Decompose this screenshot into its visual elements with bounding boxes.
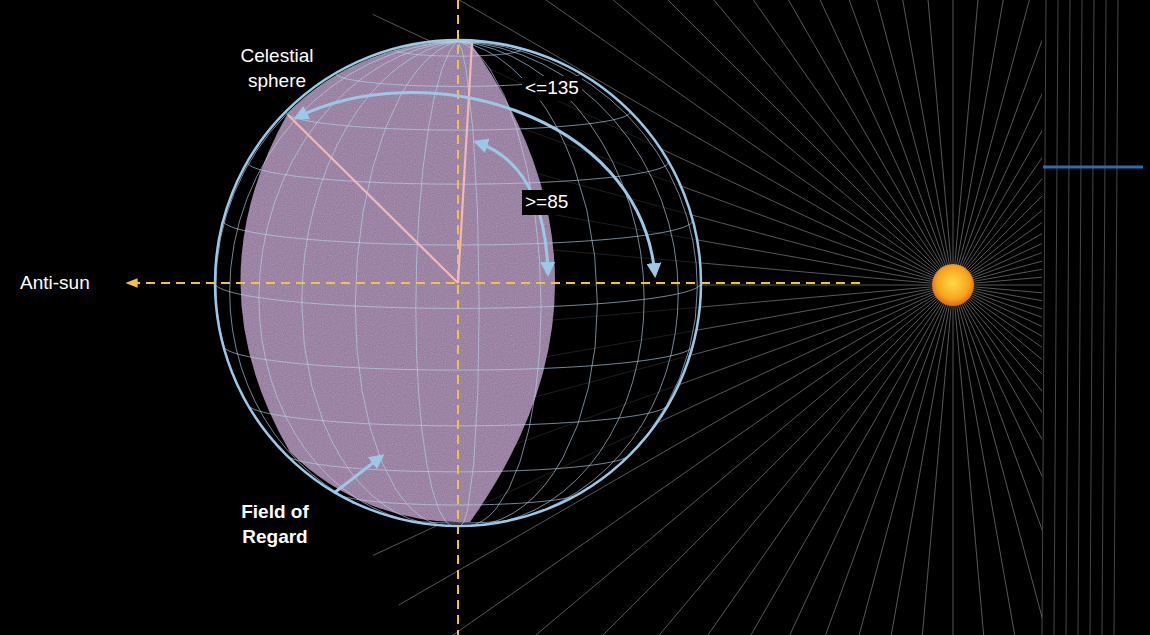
sun-ray bbox=[897, 0, 953, 285]
sun-ray bbox=[953, 0, 954, 285]
sun-ray bbox=[683, 0, 953, 285]
sun-ray bbox=[734, 285, 953, 635]
sun-ray bbox=[953, 66, 1042, 285]
sun-ray bbox=[953, 0, 1042, 285]
sun-ray bbox=[953, 285, 1042, 451]
callout-label: Celestial sphere bbox=[222, 44, 332, 93]
sun-ray bbox=[953, 0, 1042, 285]
angle-arrow bbox=[296, 93, 655, 275]
leader-arrow bbox=[334, 456, 382, 493]
sun-ray bbox=[1066, 0, 1070, 635]
grid-line bbox=[458, 41, 678, 520]
sun-ray bbox=[1090, 0, 1094, 635]
sun-ray bbox=[953, 285, 1042, 555]
sun-ray bbox=[953, 0, 1042, 285]
sun-ray bbox=[953, 285, 1009, 635]
angle-ray bbox=[288, 115, 458, 283]
angle-ray bbox=[458, 43, 472, 283]
sun-axis bbox=[128, 282, 860, 284]
sun bbox=[932, 264, 974, 306]
sun-ray bbox=[953, 285, 1042, 635]
sun-ray bbox=[1042, 0, 1046, 635]
sun-ray bbox=[953, 285, 954, 635]
sun-ray bbox=[953, 119, 1042, 285]
sun-ray bbox=[953, 0, 1042, 285]
sun-ray bbox=[953, 0, 1042, 285]
sun-ray bbox=[953, 285, 1042, 396]
sun-ray bbox=[953, 285, 1042, 635]
sun-ray bbox=[953, 15, 1042, 285]
sun-ray bbox=[1078, 0, 1082, 635]
direction-label: Anti-sun bbox=[20, 271, 90, 296]
sun-ray bbox=[734, 0, 953, 285]
sun-ray bbox=[953, 0, 1042, 285]
sun-ray bbox=[953, 0, 1009, 285]
callout-label: Field of Regard bbox=[220, 500, 330, 549]
angle-label: <=135 bbox=[522, 76, 582, 101]
sun-ray bbox=[953, 285, 1042, 635]
grid-line bbox=[458, 41, 644, 127]
sun-ray bbox=[897, 285, 953, 635]
angle-label: >=85 bbox=[522, 190, 571, 215]
sun-ray bbox=[953, 0, 1042, 285]
sun-ray bbox=[953, 285, 1042, 635]
sun-rays bbox=[1042, 0, 1118, 635]
sun-ray bbox=[953, 285, 1042, 605]
sun-ray bbox=[953, 0, 1042, 285]
sun-ray bbox=[842, 285, 953, 635]
sun-ray bbox=[953, 0, 1042, 285]
sun-ray bbox=[1054, 0, 1058, 635]
sun-ray bbox=[953, 174, 1042, 285]
edge-line bbox=[1043, 166, 1143, 169]
sun-ray bbox=[953, 285, 1042, 635]
grid-line bbox=[458, 41, 697, 492]
sun-ray bbox=[953, 0, 1042, 285]
sun-ray bbox=[1114, 0, 1118, 635]
sun-ray bbox=[683, 285, 953, 635]
sun-ray bbox=[953, 0, 1042, 285]
sun-ray bbox=[953, 285, 1042, 635]
sun-ray bbox=[953, 285, 1042, 635]
sun-ray bbox=[842, 0, 953, 285]
sun-ray bbox=[1102, 0, 1106, 635]
sun-ray bbox=[953, 285, 1042, 504]
